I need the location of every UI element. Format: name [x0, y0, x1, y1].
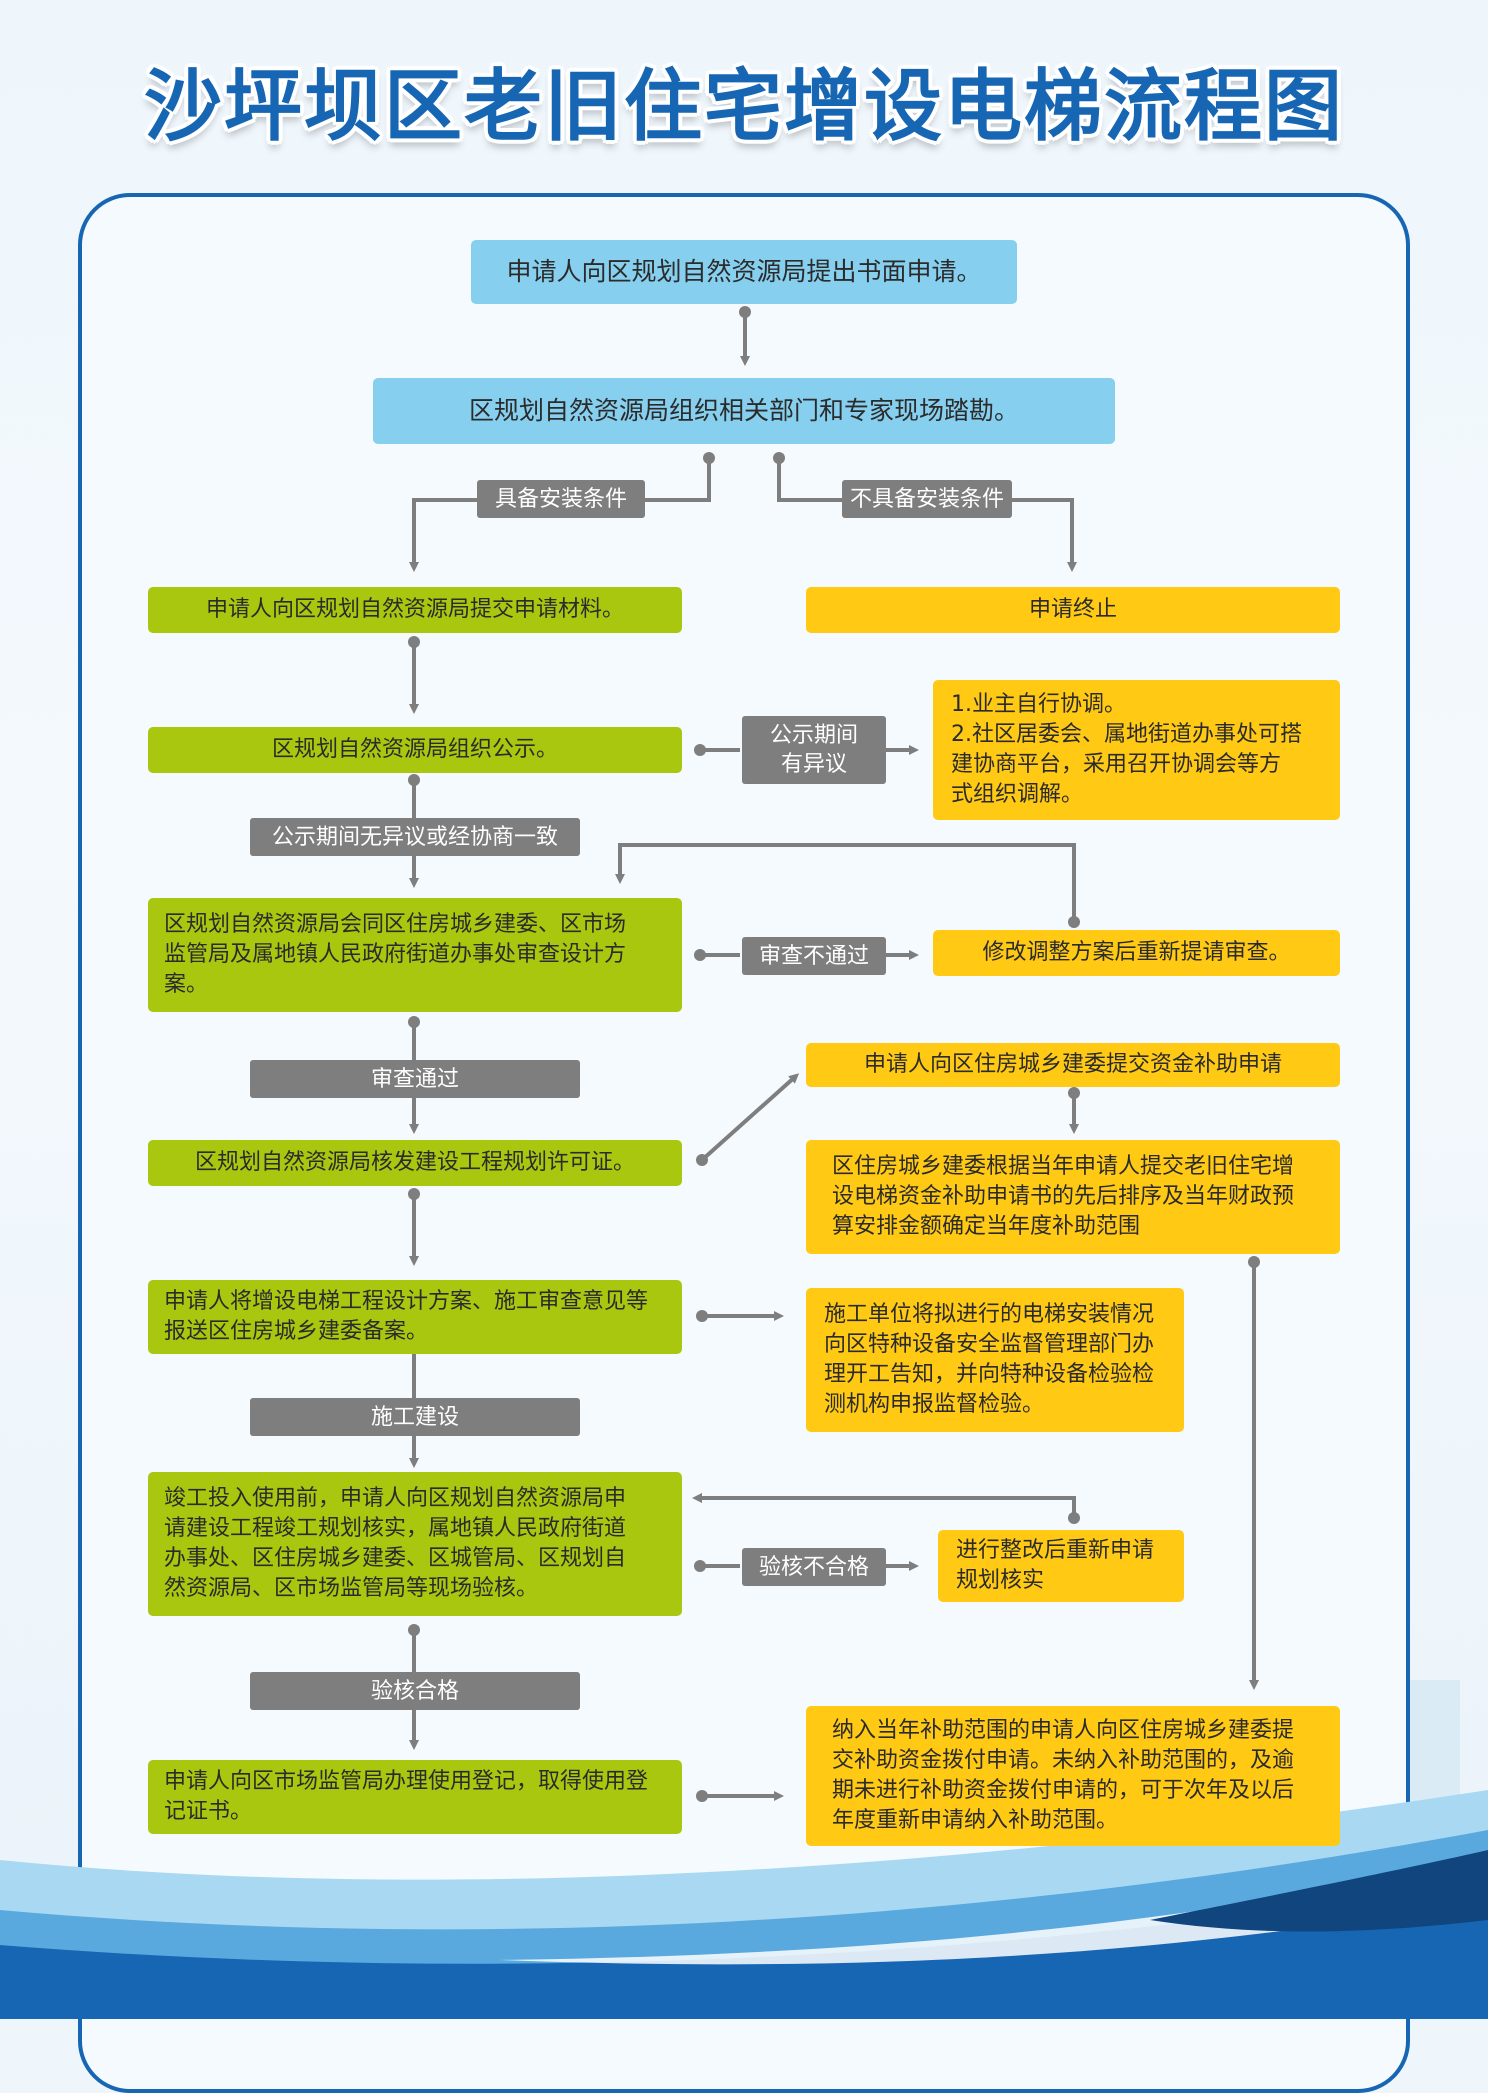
- bottom-wave-decoration: [0, 1790, 1488, 2019]
- label-review-passed: 审查通过: [250, 1060, 580, 1098]
- label-construction: 施工建设: [250, 1398, 580, 1436]
- step-subsidy-apply: 申请人向区住房城乡建委提交资金补助申请: [806, 1043, 1340, 1087]
- label-not-qualified: 不具备安装条件: [842, 480, 1012, 518]
- step-terminate: 申请终止: [806, 587, 1340, 633]
- step-rectify: 进行整改后重新申请 规划核实: [938, 1530, 1184, 1602]
- step-notify: 施工单位将拟进行的电梯安装情况 向区特种设备安全监督管理部门办 理开工告知，并向…: [806, 1288, 1184, 1432]
- arrow-revise-review: [620, 843, 1076, 922]
- step-apply: 申请人向区规划自然资源局提出书面申请。: [471, 240, 1017, 304]
- step-survey: 区规划自然资源局组织相关部门和专家现场踏勘。: [373, 378, 1115, 444]
- step-acceptance: 竣工投入使用前，申请人向区规划自然资源局申 请建设工程竣工规划核实，属地镇人民政…: [148, 1472, 682, 1616]
- step-submit-materials: 申请人向区规划自然资源局提交申请材料。: [148, 587, 682, 633]
- step-review: 区规划自然资源局会同区住房城乡建委、区市场 监管局及属地镇人民政府街道办事处审查…: [148, 898, 682, 1012]
- label-inspection-passed: 验核合格: [250, 1672, 580, 1710]
- label-inspection-failed: 验核不合格: [742, 1548, 886, 1586]
- label-no-objection: 公示期间无异议或经协商一致: [250, 818, 580, 856]
- label-qualified: 具备安装条件: [477, 480, 645, 518]
- step-subsidy-scope: 区住房城乡建委根据当年申请人提交老旧住宅增 设电梯资金补助申请书的先后排序及当年…: [806, 1140, 1340, 1254]
- arrow-rectify-acceptance: [696, 1498, 1076, 1518]
- flow-connectors: [408, 306, 1260, 1802]
- page-title: 沙坪坝区老旧住宅增设电梯流程图: [143, 62, 1344, 152]
- arrow-permit-subsidy: [700, 1076, 796, 1162]
- label-objection: 公示期间 有异议: [742, 716, 886, 784]
- step-publicity: 区规划自然资源局组织公示。: [148, 727, 682, 773]
- label-review-failed: 审查不通过: [742, 937, 886, 975]
- step-filing: 申请人将增设电梯工程设计方案、施工审查意见等 报送区住房城乡建委备案。: [148, 1280, 682, 1354]
- step-coordination: 1.业主自行协调。 2.社区居委会、属地街道办事处可搭 建协商平台，采用召开协调…: [933, 680, 1340, 820]
- step-register: 申请人向区市场监管局办理使用登记，取得使用登 记证书。: [148, 1760, 682, 1834]
- step-revise: 修改调整方案后重新提请审查。: [933, 930, 1340, 976]
- step-disburse: 纳入当年补助范围的申请人向区住房城乡建委提 交补助资金拨付申请。未纳入补助范围的…: [806, 1706, 1340, 1846]
- step-permit: 区规划自然资源局核发建设工程规划许可证。: [148, 1140, 682, 1186]
